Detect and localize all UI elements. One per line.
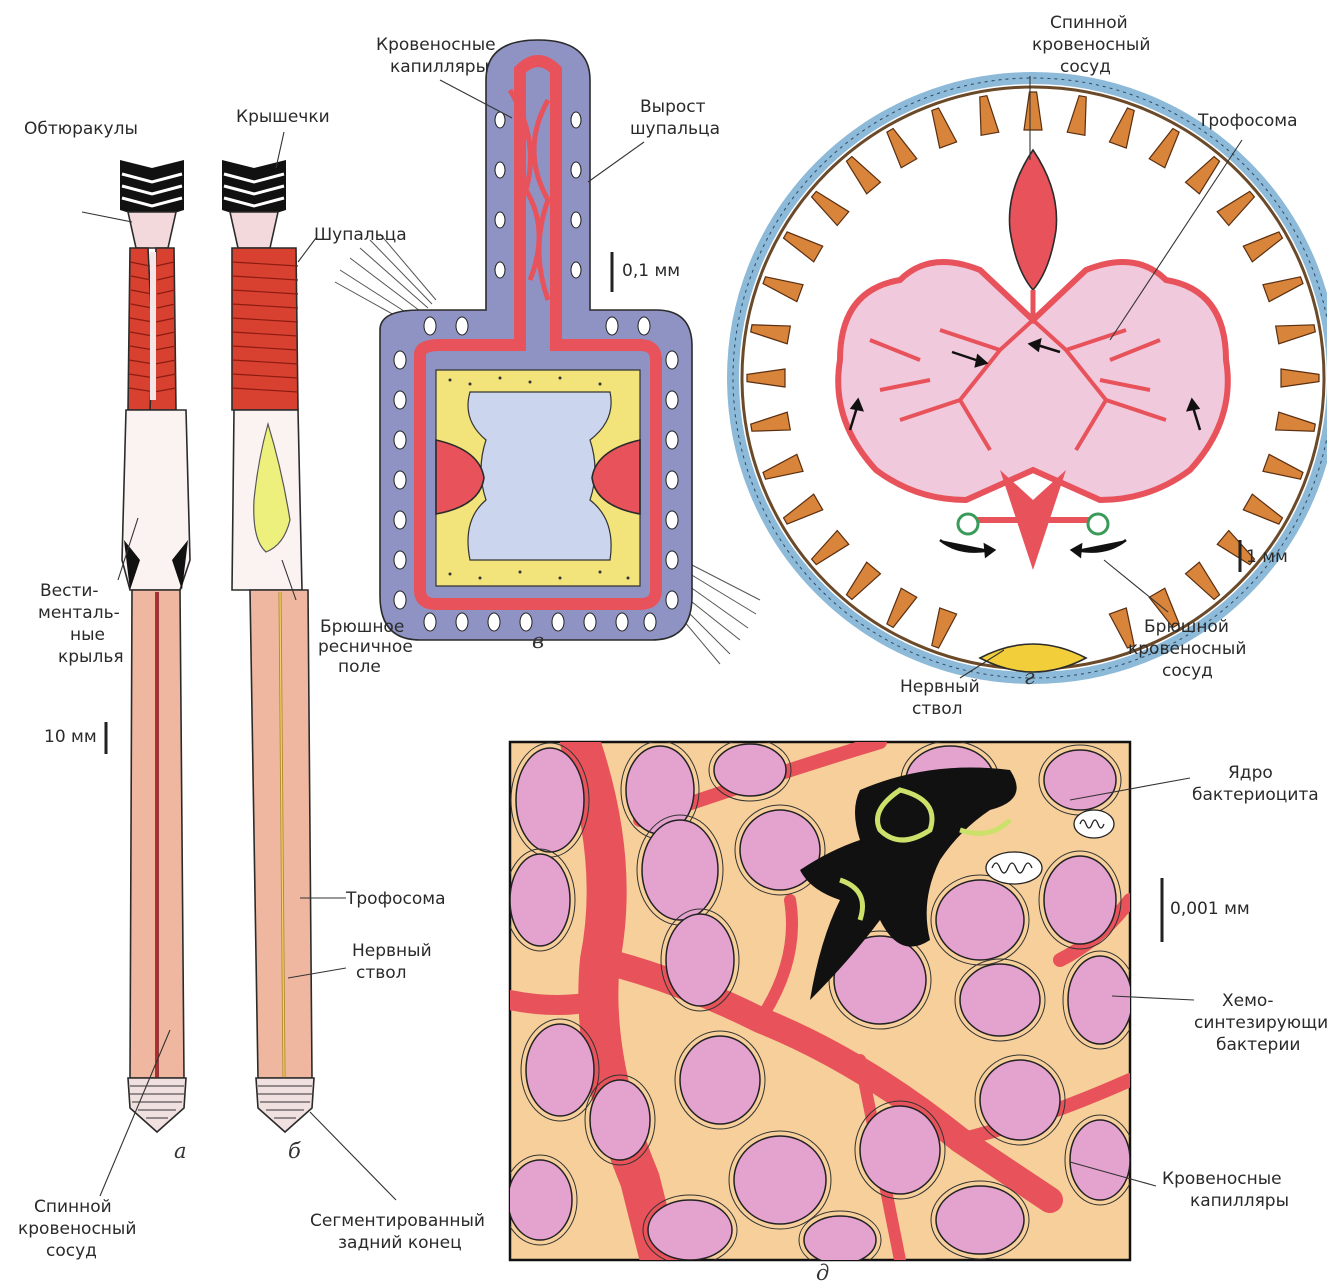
label-ventral-vessel-1: Брюшной [1144, 617, 1229, 637]
label-ventral-field-1: Брюшное [320, 617, 404, 637]
label-capillaries-d-2: капилляры [1190, 1191, 1289, 1211]
bacterium [526, 1024, 594, 1116]
label-scale-a: 10 мм [44, 727, 97, 747]
label-vestimental-wings-1: Вести- [40, 581, 99, 601]
label-trophosome-g: Трофосома [1197, 111, 1298, 131]
label-scale-g: 1 мм [1246, 547, 1288, 567]
bacterium [936, 1186, 1024, 1254]
label-tentacle-outgrowth-2: шупальца [630, 119, 720, 139]
label-dorsal-vessel-g-1: Спинной [1050, 13, 1128, 33]
label-bacteriocyte-nucleus-2: бактериоцита [1192, 785, 1319, 805]
bacterium [516, 748, 584, 852]
label-ventral-field-2: ресничное [318, 637, 413, 657]
plate-letter-d: д [816, 1261, 829, 1284]
label-vestimental-wings-3: ные [70, 625, 105, 645]
label-scale-v: 0,1 мм [622, 261, 680, 281]
label-bacteriocyte-nucleus-1: Ядро [1228, 763, 1273, 783]
label-dorsal-vessel-g-2: кровеносный [1032, 35, 1150, 55]
bacterium [714, 744, 786, 796]
label-ventral-vessel-3: сосуд [1162, 661, 1213, 681]
label-posterior-end-2: задний конец [338, 1233, 462, 1253]
bacterium [1044, 856, 1116, 944]
bacterium [666, 914, 734, 1006]
label-ventral-vessel-2: кровеносный [1128, 639, 1246, 659]
label-dorsal-vessel-a-2: кровеносный [18, 1219, 136, 1239]
bacterium [1068, 956, 1132, 1044]
label-obturaculum: Обтюракулы [24, 119, 138, 139]
bacterium [734, 1136, 826, 1224]
label-vestimental-wings-2: менталь- [38, 603, 120, 623]
panel-d-tissue [503, 739, 1162, 1269]
label-vestimental-wings-4: крылья [58, 647, 124, 667]
label-bacteria-3: бактерии [1216, 1035, 1300, 1055]
plate-letter-g: г [1024, 665, 1035, 689]
label-nerve-cord-b-1: Нервный [352, 941, 432, 961]
panel-b-worm [222, 160, 314, 1132]
plate-letter-a: а [174, 1139, 187, 1163]
label-capillaries-d-1: Кровеносные [1162, 1169, 1282, 1189]
plate-letter-v: в [532, 629, 544, 653]
label-bacteria-1: Хемо- [1222, 991, 1273, 1011]
bacterium [508, 1160, 572, 1240]
label-nerve-cord-g-2: ствол [912, 699, 963, 719]
bacterium [590, 1080, 650, 1160]
bacterium [936, 880, 1024, 960]
label-capillaries-v-1: Кровеносные [376, 35, 496, 55]
label-dorsal-vessel-a-1: Спинной [34, 1197, 112, 1217]
plate-letter-b: б [288, 1139, 301, 1163]
label-tentacle-outgrowth-1: Вырост [640, 97, 706, 117]
label-nerve-cord-g-1: Нервный [900, 677, 980, 697]
bacterium [1070, 1120, 1130, 1200]
panel-a-worm [106, 160, 190, 1132]
label-scale-d: 0,001 мм [1170, 899, 1250, 919]
label-dorsal-vessel-a-3: сосуд [46, 1241, 97, 1261]
label-bacteria-2: синтезирующие [1194, 1013, 1327, 1033]
label-trophosome-b: Трофосома [345, 889, 446, 909]
bacterium [960, 964, 1040, 1036]
bacterium [648, 1200, 732, 1260]
label-dorsal-vessel-g-3: сосуд [1060, 57, 1111, 77]
bacterium [510, 854, 570, 946]
label-tentacles: Шупальца [314, 225, 407, 245]
panel-g-section [733, 78, 1327, 678]
bacterium [1044, 750, 1116, 810]
bacterium [804, 1216, 876, 1264]
label-capillaries-v-2: капилляры [390, 57, 489, 77]
bacterium [860, 1106, 940, 1194]
bacterium [680, 1036, 760, 1124]
label-nerve-cord-b-2: ствол [356, 963, 407, 983]
label-ventral-field-3: поле [338, 657, 381, 677]
label-lids: Крышечки [236, 107, 330, 127]
bacterium [980, 1060, 1060, 1140]
bacterium [642, 820, 718, 920]
label-posterior-end-1: Сегментированный [310, 1211, 485, 1231]
